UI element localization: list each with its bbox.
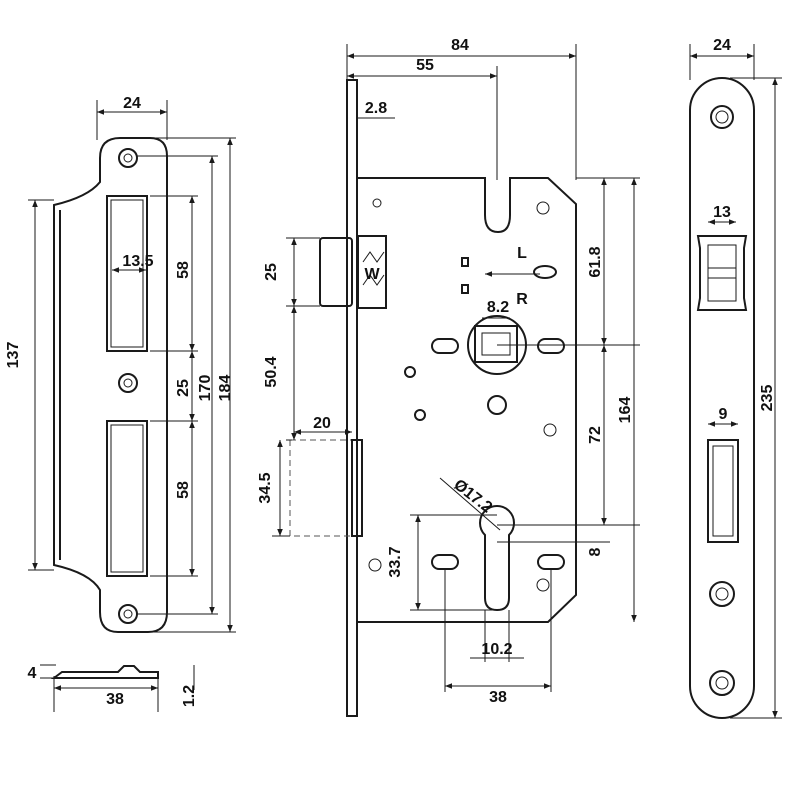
latch-bolt: W	[319, 235, 387, 309]
bolt-window-dim: 9	[719, 406, 728, 423]
latch-slot	[106, 195, 148, 352]
latch-window	[696, 235, 748, 311]
cylinder-slot-dim: 10.2	[481, 641, 512, 658]
cylinder-hole	[431, 504, 565, 612]
overall-width-dim: 84	[451, 37, 469, 54]
slot-width-dim: 13.5	[122, 253, 153, 270]
svg-text:W: W	[364, 266, 380, 283]
strike-width-dim: 24	[123, 95, 141, 112]
bolt-slot	[106, 420, 148, 577]
cylinder-offset-dim: 8	[587, 547, 604, 556]
gap-dim: 25	[175, 379, 192, 397]
lock-body-view: W	[257, 37, 640, 717]
backset-dim: 55	[416, 57, 434, 74]
cylinder-vertical-dim: 33.7	[387, 546, 404, 577]
deadbolt-height-dim: 34.5	[257, 472, 274, 503]
faceplate-width-dim: 24	[713, 37, 731, 54]
faceplate-side	[346, 79, 358, 717]
strike-side-profile: 38 4 1.2	[28, 664, 198, 712]
side-thickness-dim: 4	[28, 665, 37, 682]
hole-spacing-dim: 170	[197, 375, 214, 402]
faceplate-length-dim: 235	[759, 385, 776, 412]
faceplate-outline	[689, 77, 755, 719]
lock-case	[356, 177, 577, 623]
latch-window-dim: 13	[713, 204, 731, 221]
follower-cylinder-dim: 72	[587, 426, 604, 444]
fixing-holes-dim: 38	[489, 689, 507, 706]
screw-hole-middle	[118, 373, 138, 393]
strike-overall-dim: 184	[217, 375, 234, 402]
faceplate-thickness-dim: 2.8	[365, 100, 387, 117]
side-sheet-dim: 1.2	[181, 685, 198, 707]
body-height-dim: 164	[617, 397, 634, 424]
deadbolt-projection-dim: 20	[313, 415, 331, 432]
upper-slot-dim: 58	[175, 261, 192, 279]
side-width-dim: 38	[106, 691, 124, 708]
bolt-window	[707, 439, 739, 543]
handing-right-label: R	[516, 291, 528, 308]
lower-slot-dim: 58	[175, 481, 192, 499]
handing-indicator: L R	[461, 245, 557, 308]
deadbolt	[289, 439, 363, 537]
handing-left-label: L	[517, 245, 527, 262]
latch-height-dim: 25	[263, 263, 280, 281]
faceplate-view: 24 13 9 235	[689, 37, 782, 719]
follower-top-dim: 61.8	[587, 246, 604, 277]
follower-square-dim: 8.2	[487, 299, 509, 316]
latch-follower-dim: 50.4	[263, 356, 280, 387]
cylinder-diameter-dim: Ø17.2	[450, 476, 495, 516]
strike-plate-view: 24 13.5 137 58 25 58 170 184	[5, 95, 236, 633]
screw-hole-bottom	[118, 604, 138, 624]
strike-height-dim: 137	[5, 342, 22, 369]
screw-hole-top	[118, 148, 138, 168]
